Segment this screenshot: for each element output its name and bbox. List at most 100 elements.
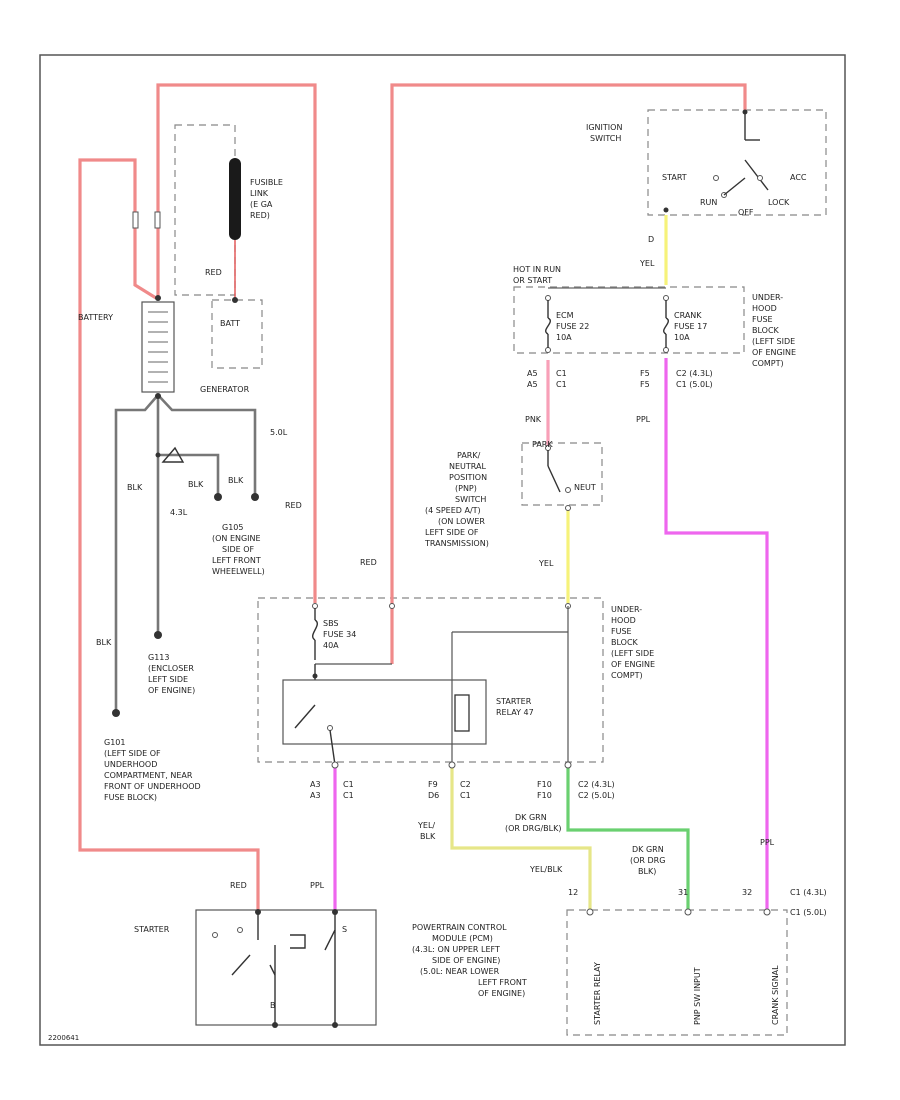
ignition-output-node [663, 207, 669, 213]
connector-c2-4-3l-b: C2 (4.3L) [578, 780, 615, 789]
starter-box [195, 909, 377, 1026]
starter-label: STARTER [134, 925, 170, 934]
connector-c1-5-0l: C1 (5.0L) [676, 380, 713, 389]
wire-color-yel-2: YEL [538, 559, 554, 568]
red-wire-to-ignition [390, 83, 747, 664]
battery-label: BATTERY [78, 313, 113, 322]
connector-c1-5-0l-pcm: C1 (5.0L) [790, 908, 827, 917]
connector-c1-1: C1 [556, 369, 567, 378]
ignition-switch-box [647, 109, 827, 216]
connector-f9 [448, 761, 456, 769]
connector-c1-4: C1 [343, 791, 354, 800]
blk-wire-5l [157, 394, 257, 497]
wire-color-yel-1: YEL [639, 259, 655, 268]
relay-coil [454, 694, 470, 732]
starter-ground-a [272, 1022, 278, 1028]
red-wire-battery-to-fuse [156, 83, 317, 603]
wire-color-blk-2: BLK [188, 480, 204, 489]
wire-color-ppl-1: PPL [636, 415, 651, 424]
pcm-pin-32: 32 [742, 888, 752, 897]
wire-color-pnk: PNK [525, 415, 542, 424]
wire-color-ppl-2: PPL [760, 838, 775, 847]
ignition-contact-acc [757, 175, 763, 181]
connector-c2-5-0l-b: C2 (5.0L) [578, 791, 615, 800]
ignition-lock-label: LOCK [768, 198, 790, 207]
ignition-contact-start [713, 175, 719, 181]
wire-color-blk-g101: BLK [96, 638, 112, 647]
blk-wire-g101 [114, 394, 159, 713]
starter-contact-b [237, 927, 243, 933]
grn-wire-relay-to-pcm [566, 765, 690, 912]
wire-color-blk-3: BLK [228, 476, 244, 485]
pcm-pin-crank [763, 908, 771, 916]
connector-c1-5: C1 [460, 791, 471, 800]
wire-color-dk-grn-2: DK GRN (OR DRG BLK) [630, 845, 668, 876]
battery-positive-terminal [155, 295, 161, 301]
wire-color-red-1: RED [205, 268, 222, 277]
sbs-fuse-top-pin [312, 603, 318, 609]
g101-ground [112, 709, 120, 717]
g105-ground-a [214, 493, 222, 501]
starter-ground-b [332, 1022, 338, 1028]
pcm-box [566, 909, 788, 1036]
g101-label: G101 (LEFT SIDE OF UNDERHOOD COMPARTMENT… [104, 738, 203, 802]
batt-label: BATT [220, 319, 240, 328]
ecm-fuse-label: ECM FUSE 22 10A [556, 311, 592, 342]
connector-f5-2: F5 [640, 380, 650, 389]
starter-solenoid-contact [231, 954, 251, 976]
crank-fuse-top-pin [663, 295, 669, 301]
engine-4-3l-label: 4.3L [170, 508, 188, 517]
sbs-fuse-label: SBS FUSE 34 40A [323, 619, 359, 650]
g113-label: G113 (ENCLOSER LEFT SIDE OF ENGINE) [148, 653, 196, 695]
wire-color-dk-grn: DK GRN (OR DRG/BLK) [505, 813, 561, 833]
diagram-footer-id: 2200641 [48, 1034, 79, 1042]
connector-f5-1: F5 [640, 369, 650, 378]
pcm-pin-pnp [684, 908, 692, 916]
yel-blk-wire-relay-to-pcm [450, 765, 592, 912]
ecm-fuse-bottom-pin [545, 347, 551, 353]
pnp-switch-label: PARK/ NEUTRAL POSITION (PNP) SWITCH (4 S… [424, 451, 490, 548]
ignition-contact-link [723, 177, 746, 196]
wire-color-red-4: RED [230, 881, 247, 890]
ignition-acc-label: ACC [790, 173, 807, 182]
fuse-link-1 [132, 211, 139, 229]
wire-color-ppl-3: PPL [310, 881, 325, 890]
pnp-park-label: PARK [532, 440, 553, 449]
diagram-frame [39, 54, 846, 1046]
engine-5-0l-label: 5.0L [270, 428, 288, 437]
ignition-off-label: OFF [738, 208, 754, 217]
relay-contact-pin [327, 725, 333, 731]
underhood-fuse-block-label-main: UNDER- HOOD FUSE BLOCK (LEFT SIDE OF ENG… [611, 605, 658, 680]
connector-c2-4-3l: C2 (4.3L) [676, 369, 713, 378]
pcm-pin-pnp-label: PNP SW INPUT [693, 967, 702, 1025]
pcm-pin-crank-label: CRANK SIGNAL [771, 965, 780, 1025]
hot-in-run-label: HOT IN RUN OR START [513, 265, 564, 285]
wire-color-yel-blk-2: YEL/BLK [529, 865, 563, 874]
ground-option-marker [161, 446, 185, 463]
g113-ground [154, 631, 162, 639]
relay-output-lead [329, 729, 336, 766]
g105-ground-b [251, 493, 259, 501]
batt-terminal [232, 297, 238, 303]
connector-a3 [331, 761, 339, 769]
connector-f10-2: F10 [537, 791, 552, 800]
ignition-switch-blade [744, 159, 769, 191]
connector-f9: F9 [428, 780, 438, 789]
fuse-link-2 [154, 211, 161, 229]
wire-color-yel-blk: YEL/ BLK [417, 821, 438, 841]
fusible-link-symbol [229, 158, 241, 240]
pnp-contact-park [565, 487, 571, 493]
wire-color-red-2: RED [285, 501, 302, 510]
pcm-pin-12: 12 [568, 888, 578, 897]
generator-box [211, 299, 263, 369]
starter-contact-a [212, 932, 218, 938]
splice-4l [155, 452, 161, 458]
starter-b-pin-label: B [270, 1001, 276, 1010]
wire-color-blk-1: BLK [127, 483, 143, 492]
connector-c1-4-3l-pcm: C1 (4.3L) [790, 888, 827, 897]
pnp-switch-blade [547, 465, 561, 493]
blk-wire-4l [158, 453, 220, 497]
ignition-pin-label: D [648, 235, 654, 244]
fusible-link-label: FUSIBLE LINK (E GA RED) [250, 178, 285, 220]
